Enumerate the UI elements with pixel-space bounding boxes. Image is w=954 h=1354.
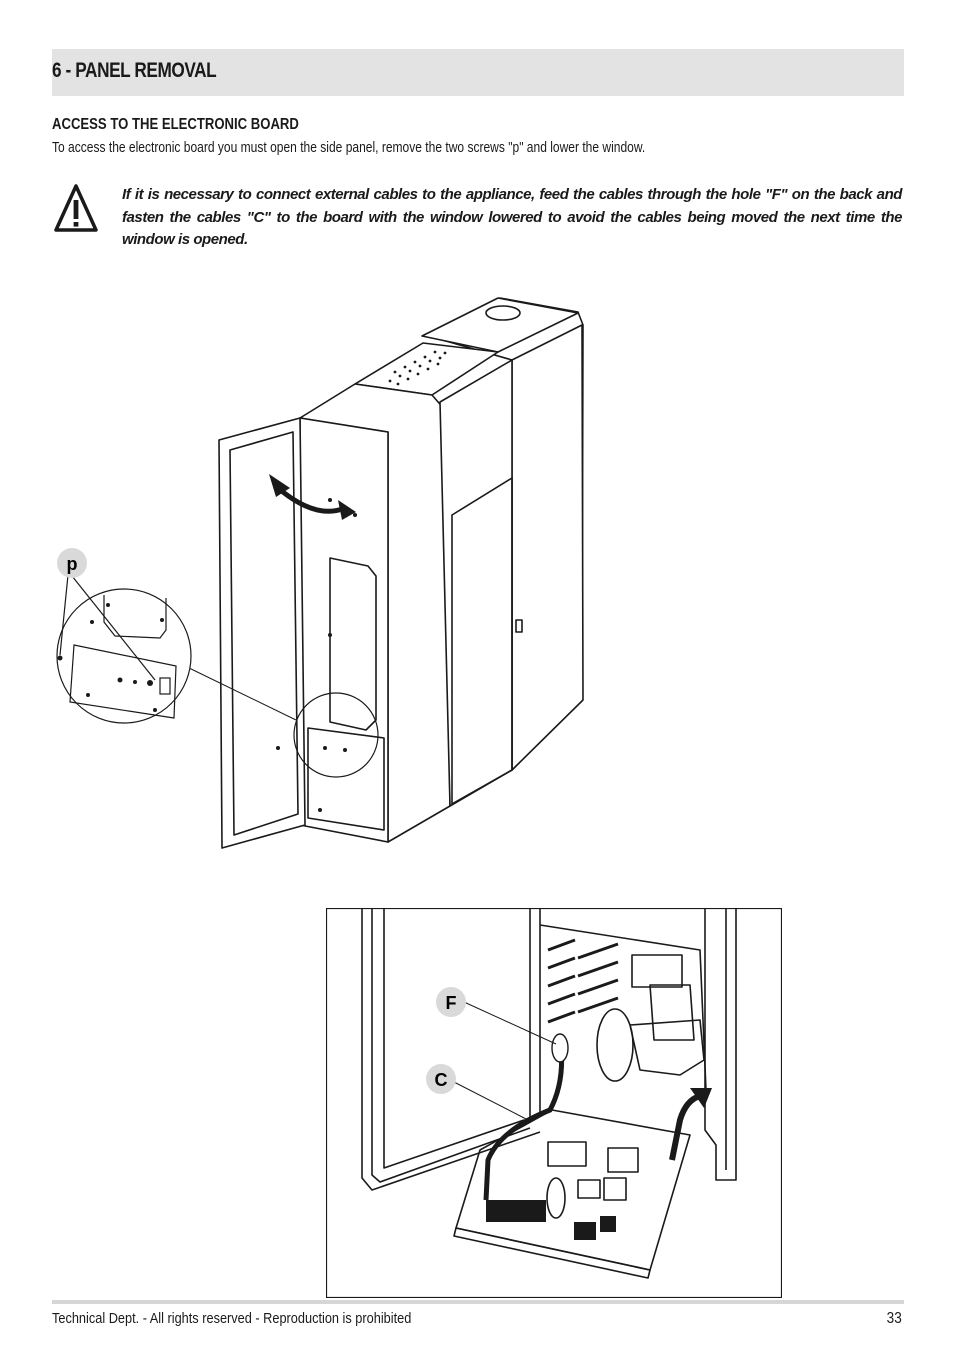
callout-c-badge [426,1064,456,1094]
intro-paragraph: To access the electronic board you must … [52,140,646,156]
callout-p-badge [57,548,87,578]
warning-triangle-icon [54,184,98,232]
footer-text: Technical Dept. - All rights reserved - … [52,1310,412,1327]
stove-panel-open-illustration: p [56,297,584,849]
callout-c-label: C [435,1070,448,1090]
page-number: 33 [886,1310,902,1327]
section-header-bar: 6 - PANEL REMOVAL [52,49,904,96]
warning-text: If it is necessary to connect external c… [122,186,902,248]
footer-rule [52,1300,904,1304]
electronic-board-illustration: F C [326,908,782,1298]
subsection-heading: ACCESS TO THE ELECTRONIC BOARD [52,116,299,133]
section-title: 6 - PANEL REMOVAL [52,59,217,82]
callout-f-badge [436,987,466,1017]
callout-f-label: F [446,993,457,1013]
callout-p-label: p [67,554,78,574]
